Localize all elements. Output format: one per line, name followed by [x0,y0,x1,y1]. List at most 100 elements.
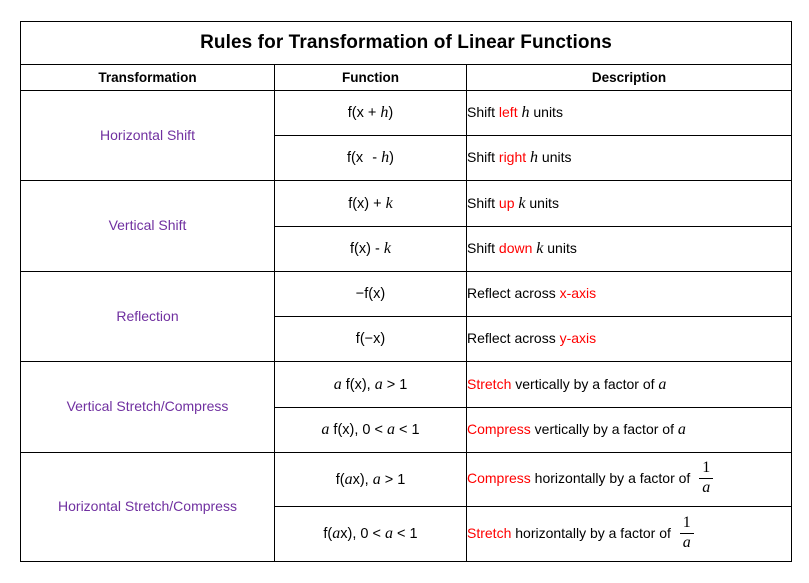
fraction-denominator: a [682,533,691,551]
description-tail: units [538,149,572,166]
description-tail: units [525,194,559,211]
table-row: f(x) - k Shift down k units [21,225,793,272]
description-variable: a [658,375,667,393]
function-condition-variable: a [385,525,393,543]
function-suffix: ) [388,105,394,122]
function-operator: - [372,150,382,167]
function-body: f(x), 0 < [329,421,388,438]
function-expression: a f(x), a > 1 [333,375,408,393]
column-header-description-label: Description [591,69,667,85]
function-expression: f(x - h) [347,149,394,167]
page-title: Rules for Transformation of Linear Funct… [200,32,612,54]
table-row: a f(x), 0 < a < 1 Compress vertically by… [21,406,793,453]
function-expression: f(ax), 0 < a < 1 [323,525,417,543]
fraction-numerator: 1 [702,459,711,477]
function-prefix: f( [323,526,333,543]
function-variable: k [383,239,391,257]
table-row: f(−x) Reflect across y-axis [21,316,793,363]
description-lead: Shift [467,194,499,211]
table-row: Horizontal Stretch/Compress f(ax), a > 1… [20,451,793,563]
function-condition-variable: a [387,420,396,438]
function-cell: f(x - h) [274,135,467,182]
function-cell: f(ax), a > 1 [274,451,467,508]
transformation-cell-vertical-shift: Vertical Shift [20,180,275,272]
description-highlight: Stretch [467,375,512,392]
transformation-cell-reflection: Reflection [20,270,275,363]
fraction-numerator: 1 [682,513,691,531]
transformation-label: Vertical Shift [108,217,187,234]
description-lead: Shift [467,149,499,166]
description-lead: Shift [467,104,499,121]
description-text: Shift up k units [467,194,559,212]
table-row: f(ax), 0 < a < 1 Stretch horizontally by… [21,506,793,562]
transformation-label: Horizontal Stretch/Compress [58,497,237,514]
description-highlight: right [498,149,527,166]
description-cell: Stretch vertically by a factor of a [465,361,793,408]
function-cell: a f(x), a > 1 [274,361,467,408]
column-header-description: Description [465,64,793,91]
function-cell: f(ax), 0 < a < 1 [274,506,467,562]
fraction-denominator: a [702,479,711,497]
description-highlight: up [498,194,515,211]
description-text: Stretch vertically by a factor of a [467,375,667,393]
title-row: Rules for Transformation of Linear Funct… [19,20,793,66]
table-row: f(x - h) Shift right h units [21,135,793,182]
function-suffix: ) [389,150,394,167]
function-prefix: f( [335,471,345,488]
description-text: Shift left h units [467,104,563,122]
function-condition: > 1 [382,376,408,393]
table-row: Vertical Stretch/Compress a f(x), a > 1 … [20,361,793,453]
fraction-bar [679,532,694,534]
description-lead: Reflect across [467,285,560,302]
function-variable: h [380,104,389,122]
description-text: Shift right h units [467,149,572,166]
function-expression: f(x) - k [350,239,391,257]
function-coefficient: a [321,420,330,438]
column-header-transformation-label: Transformation [98,69,197,85]
description-tail: units [529,104,563,121]
transformation-label: Horizontal Shift [100,126,195,143]
table-row: Vertical Shift f(x) + k Shift up k units [20,180,793,272]
description-lead: Reflect across [467,330,560,347]
function-condition-variable: a [374,375,383,393]
description-tail: units [543,239,577,256]
description-text: Shift down k units [467,239,577,257]
function-condition: > 1 [380,471,406,488]
description-highlight: Compress [467,420,531,437]
description-variable: k [518,194,526,212]
function-variable: k [385,194,393,212]
function-expression: a f(x), 0 < a < 1 [321,420,419,438]
function-cell: f(x + h) [274,89,467,137]
description-cell: Shift up k units [465,180,793,227]
function-coefficient: a [333,375,342,393]
transformation-cell-vertical-stretch-compress: Vertical Stretch/Compress [20,361,275,453]
header-row: Transformation Function Description [20,64,793,91]
function-body: x), 0 < [340,526,385,543]
transformation-cell-horizontal-stretch-compress: Horizontal Stretch/Compress [20,451,275,563]
description-text: Reflect across y-axis [467,330,596,346]
function-coefficient: a [332,525,341,543]
description-variable: h [521,104,530,122]
function-expression: f(x) + k [348,194,393,212]
function-variable: h [381,149,390,167]
description-variable: a [677,420,686,438]
function-cell: f(−x) [274,316,467,363]
function-prefix: f(x) + [348,195,386,212]
fraction-bar [699,478,714,480]
description-cell: Compress vertically by a factor of a [465,406,793,453]
function-cell: −f(x) [274,270,467,318]
description-text: Reflect across x-axis [467,285,596,301]
table-row: Reflection −f(x) Reflect across x-axis [20,270,793,363]
function-expression: f(−x) [355,331,386,348]
function-cell: a f(x), 0 < a < 1 [274,406,467,453]
description-highlight: x-axis [559,285,597,302]
description-cell: Shift right h units [465,135,793,182]
function-expression: f(x + h) [348,104,394,122]
